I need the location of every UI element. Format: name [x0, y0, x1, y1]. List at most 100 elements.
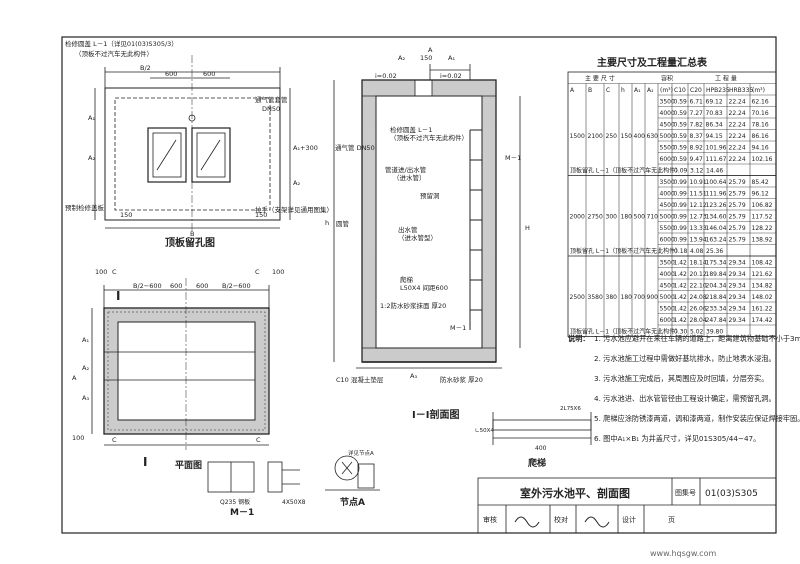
- table-cell: 4.08: [690, 248, 704, 255]
- sec-note-inlet: 管道进/出水管: [385, 165, 427, 174]
- table-cell: 0.59: [674, 110, 688, 117]
- table-cell: 5500: [660, 144, 675, 151]
- sec-dim-a: A: [428, 46, 433, 54]
- table-cell: 78.16: [752, 121, 769, 128]
- table-cell: 0.99: [674, 202, 688, 209]
- table-cell: 25.79: [729, 190, 746, 197]
- table-cell: 128.22: [752, 225, 773, 232]
- table-header-cell: A₂: [647, 87, 654, 94]
- table-cell: 101.96: [706, 144, 727, 151]
- table-cell: 1.42: [674, 282, 688, 289]
- table-cell: 86.34: [706, 121, 723, 128]
- plan-dim-a3: A₃: [82, 394, 89, 402]
- sec-dim-150: 150: [420, 54, 432, 62]
- plan-dim-c4: C: [256, 436, 261, 444]
- table-group-dim: 300: [606, 213, 618, 220]
- table-cell: 94.16: [752, 144, 769, 151]
- table-cell: 1.42: [674, 271, 688, 278]
- table-cell: 1.42: [674, 305, 688, 312]
- table-cell: 204.34: [706, 282, 727, 289]
- table-cell: 123.26: [706, 202, 727, 209]
- table-row-note: 顶板留孔 L－1（顶板不过汽车无此构件）: [570, 166, 681, 174]
- table-cell: 12.12: [690, 202, 707, 209]
- table-cell: 5000: [660, 133, 675, 140]
- sec-note-cover2: （顶板不过汽车无此构件）: [390, 133, 468, 142]
- ladder-bar: 2L75X6: [560, 406, 581, 412]
- table-cell: 146.04: [706, 225, 727, 232]
- table-header-main: 主 要 尺 寸: [585, 75, 615, 83]
- plan-wall-hatch: [104, 308, 269, 434]
- top-dim-150b: 150: [255, 211, 267, 219]
- m1-detail: [207, 461, 300, 493]
- table-header-cell: HPB235: [706, 87, 730, 94]
- sec-note-mortar: 1:2防水砂浆抹面 厚20: [380, 301, 446, 310]
- title-block-design: 设计: [622, 515, 636, 524]
- table-cell: 13.94: [690, 236, 707, 243]
- table-cell: 0.59: [674, 98, 688, 105]
- section-top-dims: A₂ 150 A₁ i=0.02 i=0.02 A: [375, 46, 462, 80]
- table-group-dim: 2000: [570, 213, 585, 220]
- table-cell: 174.42: [752, 317, 773, 324]
- section-mark-bottom: I: [143, 455, 147, 469]
- table-cell: 25.79: [729, 236, 746, 243]
- top-cover-note: 检修圆盖 L－1（详见01(03)S305/3）: [65, 39, 178, 48]
- table-header-cell: C: [606, 87, 610, 94]
- table-cell: 12.73: [690, 213, 707, 220]
- plan-dim-c2: C: [255, 268, 260, 276]
- sec-dim-a2: A₂: [398, 54, 405, 62]
- table-cell: 26.06: [690, 305, 707, 312]
- table-cell: 163.24: [706, 236, 727, 243]
- table-header-cell: C20: [690, 87, 702, 94]
- sec-slope-2: i=0.02: [440, 72, 462, 80]
- table-group-dim: 900: [647, 294, 659, 301]
- table-cell: 0.59: [674, 144, 688, 151]
- table-cell: 11.51: [690, 190, 707, 197]
- note-1: 1. 污水池应避开在来往车辆的道路上，距离建筑物基础不小于3m。: [594, 334, 800, 343]
- m1-caption: M－1: [230, 508, 254, 518]
- sec-note-pipe: 圆管: [336, 219, 350, 228]
- table-cell: 0.59: [674, 133, 688, 140]
- table-cell: 0.18: [674, 248, 688, 255]
- table-group-dim: 2500: [570, 294, 585, 301]
- section-mark-top: I: [116, 289, 120, 303]
- sec-h1-label: h: [325, 219, 329, 227]
- table-group-dim: 400: [634, 133, 646, 140]
- table-group-dim: 710: [647, 213, 659, 220]
- note-3: 3. 污水池施工完成后，其周围应及时回填，分层夯实。: [594, 374, 768, 383]
- ladder-rungs: [469, 129, 482, 330]
- note-6: 6. 图中A₁×B₁ 为井盖尺寸，详见01S305/44~47。: [594, 434, 760, 443]
- top-vent-dn: DN50: [262, 105, 280, 113]
- table-cell: 85.42: [752, 179, 769, 186]
- sec-slope-1: i=0.02: [375, 72, 397, 80]
- table-cell: 4500: [660, 282, 675, 289]
- section-wall-hatch: [362, 80, 496, 362]
- table-cell: 0.59: [674, 156, 688, 163]
- table-group-dim: 630: [647, 133, 659, 140]
- sec-note-a3: A₃: [410, 372, 417, 380]
- top-rebar-label: 预制检修盖板: [65, 203, 105, 212]
- top-dim-b2: B/2: [140, 64, 151, 72]
- table-row-note: 顶板留孔 L－1（顶板不过汽车无此构件）: [570, 327, 681, 335]
- ladder-detail-ref: 详见节点A: [348, 449, 374, 457]
- reviewer-signature: [514, 516, 540, 528]
- sec-note-c10: C10 混凝土垫层: [336, 375, 384, 384]
- table-group-dim: 180: [621, 294, 633, 301]
- table-cell: 25.79: [729, 202, 746, 209]
- table-cell: 4000: [660, 271, 675, 278]
- table-cell: 1.42: [674, 317, 688, 324]
- table-cell: 70.16: [752, 110, 769, 117]
- table-cell: 10.91: [690, 179, 707, 186]
- table-cell: 5000: [660, 294, 675, 301]
- plan-dim-100c: 100: [72, 434, 84, 442]
- table-cell: 5000: [660, 213, 675, 220]
- plan-dim-100a: 100: [95, 268, 107, 276]
- plan-dim-a: A: [72, 374, 77, 382]
- table-group-dim: 180: [621, 213, 633, 220]
- table-cell: 39.80: [706, 328, 723, 335]
- table-cell: 22.24: [729, 144, 746, 151]
- table-cell: 4000: [660, 190, 675, 197]
- ladder-detail: [492, 412, 592, 445]
- table-cell: 25.79: [729, 225, 746, 232]
- top-view: [94, 55, 291, 232]
